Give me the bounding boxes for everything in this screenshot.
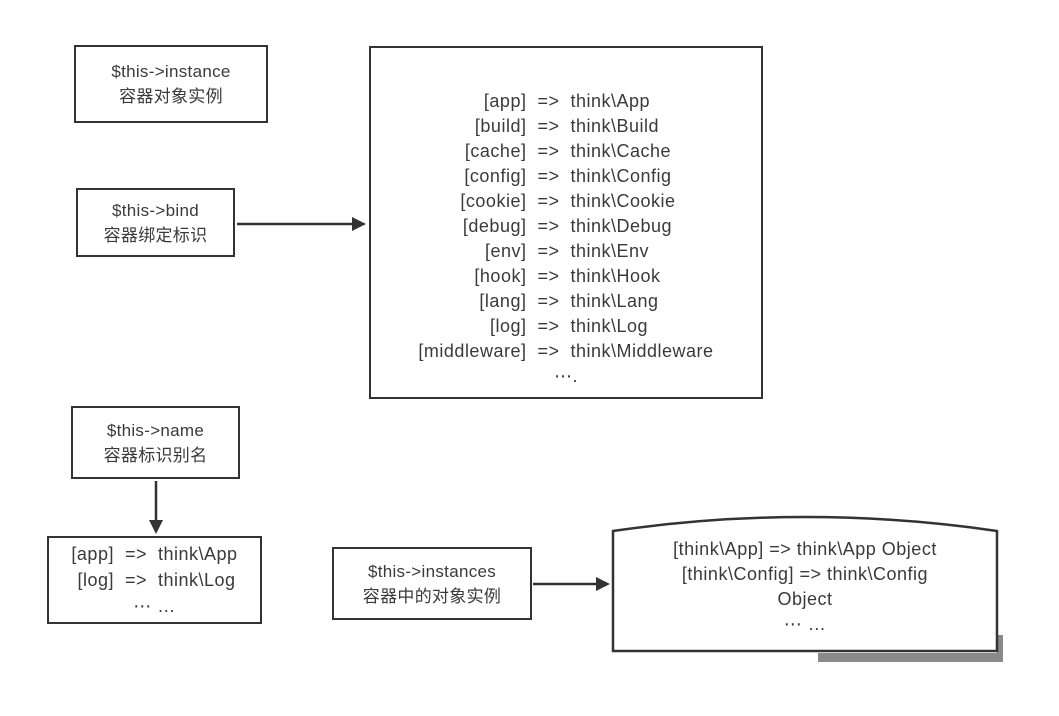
instances-label-cn: 容器中的对象实例: [362, 586, 502, 606]
name-label-code: $this->name: [106, 420, 205, 440]
bind-arrowhead-icon: [352, 217, 366, 231]
map-value: think\Lang: [570, 291, 659, 311]
map-key: [middleware]: [418, 341, 527, 361]
bind-map-grid: [app] => think\App [build] => think\Build [c…: [418, 89, 713, 389]
bind-map-box: [app] => think\App [build] => think\Build [c…: [369, 46, 763, 399]
map-arrow: =>: [537, 166, 560, 186]
map-arrow: =>: [124, 544, 147, 564]
map-value: think\Build: [570, 116, 660, 136]
map-arrow: =>: [537, 91, 560, 111]
object-instances-shadow-right: [997, 635, 1003, 662]
map-value: think\Cache: [570, 141, 672, 161]
instances-label-box: $this->instances 容器中的对象实例: [332, 547, 532, 620]
map-value: think\Config: [570, 166, 672, 186]
map-value: think\Hook: [570, 266, 661, 286]
instances-label-code: $this->instances: [367, 561, 497, 581]
map-key: [env]: [484, 241, 527, 261]
map-value: think\Debug: [570, 216, 673, 236]
name-arrow: [149, 481, 163, 534]
name-alias-box: [app] => think\App [log] => think\Log ⋯ …: [47, 536, 262, 624]
object-instances-box: [think\App] => think\App Object [think\C…: [613, 537, 997, 637]
map-arrow: =>: [537, 266, 560, 286]
map-arrow: =>: [537, 241, 560, 261]
instances-arrow: [533, 577, 610, 591]
instance-label-cn: 容器对象实例: [119, 87, 223, 106]
map-value: think\App: [158, 544, 238, 564]
map-key: [cookie]: [460, 191, 527, 211]
map-arrow: =>: [537, 291, 560, 311]
instances-arrowhead-icon: [596, 577, 610, 591]
map-arrow: =>: [537, 116, 560, 136]
map-arrow: =>: [124, 570, 147, 590]
map-arrow: =>: [537, 341, 560, 361]
map-arrow: =>: [537, 141, 560, 161]
name-label-box: $this->name 容器标识别名: [71, 406, 240, 479]
object-instances-shape: [611, 515, 999, 653]
alias-map-grid: [app] => think\App [log] => think\Log ⋯ …: [71, 541, 237, 619]
name-arrowhead-icon: [149, 520, 163, 534]
map-ellipsis: ⋯.: [553, 366, 578, 386]
instance-label-box: $this->instance 容器对象实例: [74, 45, 268, 123]
name-label-cn: 容器标识别名: [103, 445, 208, 465]
map-key: [debug]: [462, 216, 527, 236]
map-value: think\App: [570, 91, 651, 111]
object-instances-shadow-bottom: [818, 653, 1003, 662]
map-key: [hook]: [474, 266, 527, 286]
map-value: think\Env: [570, 241, 650, 261]
object-map-ellipsis: ⋯ …: [783, 614, 827, 634]
object-map-line: [think\Config] => think\Config: [681, 564, 929, 584]
map-value: think\Middleware: [570, 341, 714, 361]
object-map-line: Object: [777, 589, 833, 609]
map-key: [app]: [71, 544, 114, 564]
map-arrow: =>: [537, 191, 560, 211]
map-key: [build]: [474, 116, 527, 136]
bind-label-code: $this->bind: [112, 200, 199, 220]
bind-arrow: [237, 217, 366, 231]
map-arrow: =>: [537, 316, 560, 336]
map-key: [log]: [489, 316, 527, 336]
map-value: think\Log: [570, 316, 649, 336]
map-key: [config]: [464, 166, 527, 186]
map-value: think\Log: [158, 570, 236, 590]
map-key: [log]: [77, 570, 114, 590]
object-map-line: [think\App] => think\App Object: [673, 539, 937, 559]
map-key: [lang]: [479, 291, 527, 311]
instance-label-code: $this->instance: [111, 62, 231, 81]
bind-label-box: $this->bind 容器绑定标识: [76, 188, 235, 257]
map-value: think\Cookie: [570, 191, 676, 211]
bind-label-cn: 容器绑定标识: [103, 225, 208, 245]
map-key: [cache]: [464, 141, 527, 161]
map-arrow: =>: [537, 216, 560, 236]
map-ellipsis: ⋯ …: [133, 596, 176, 616]
map-key: [app]: [483, 91, 527, 111]
